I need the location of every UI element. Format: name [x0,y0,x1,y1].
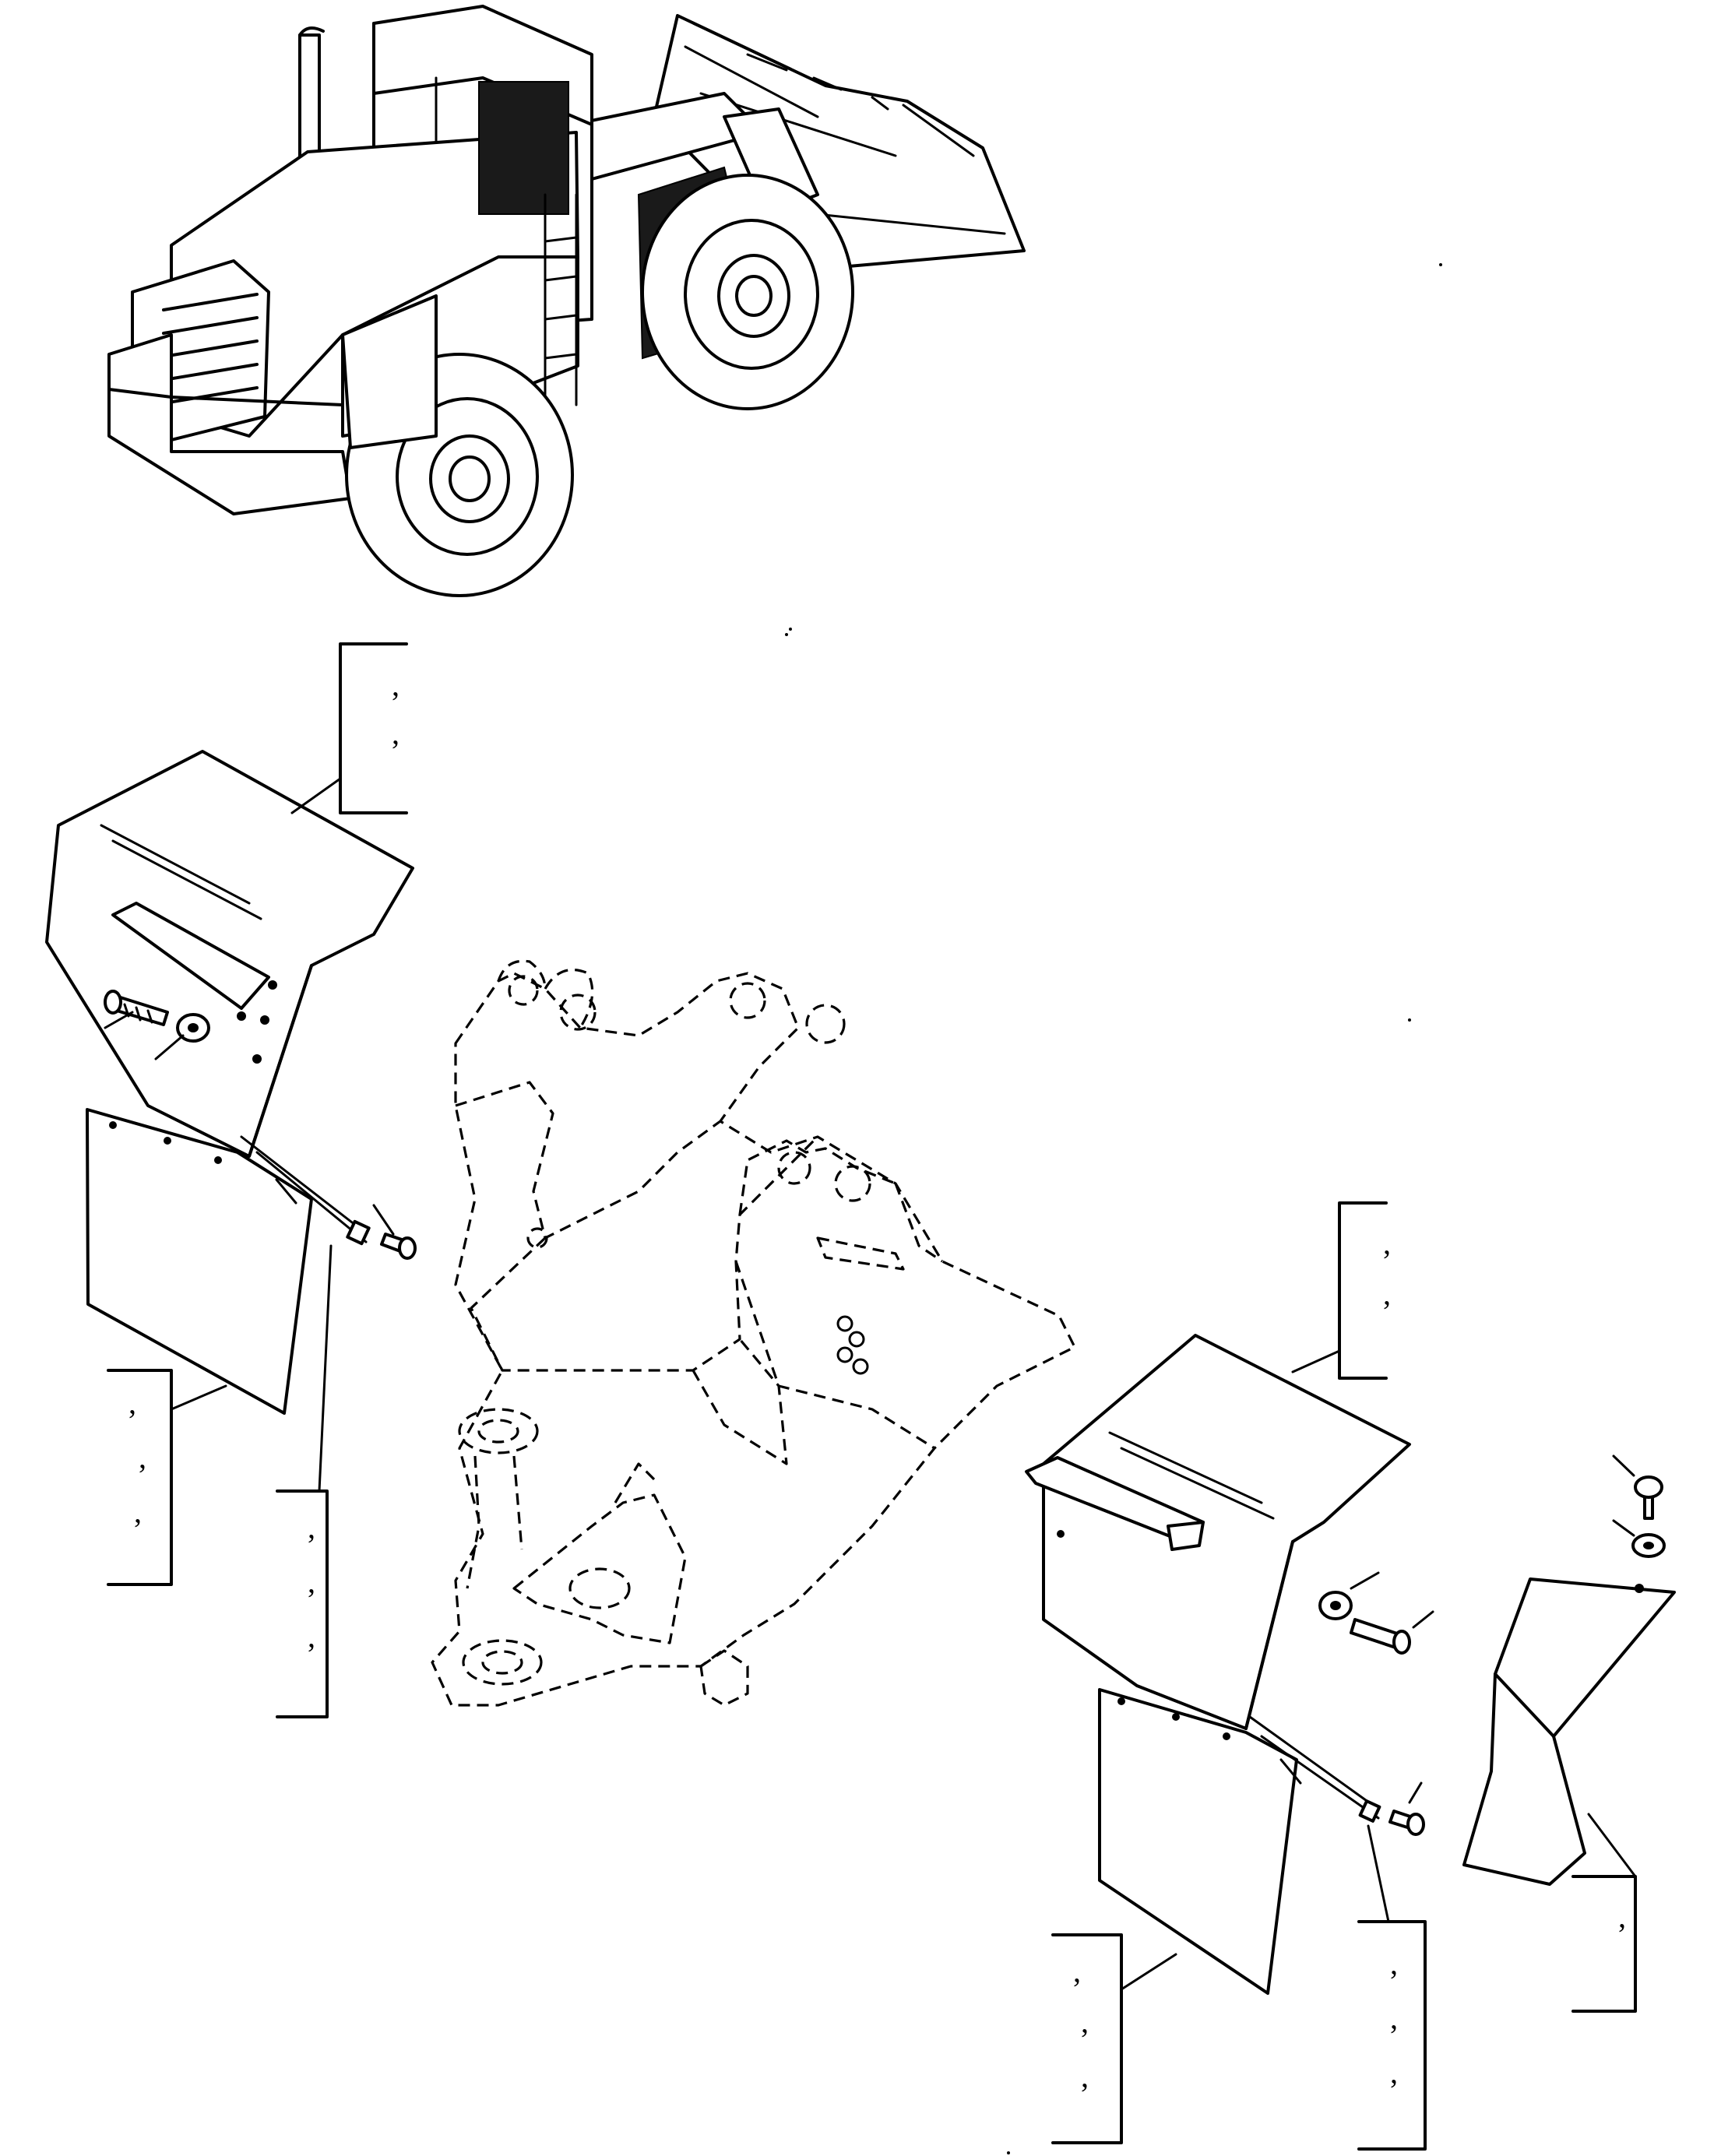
callout-mark: , [1390,2055,1398,2090]
callout-mark: , [1618,1899,1626,1934]
callout-left-mounting-hardware: , , , [276,1244,333,1718]
callout-mark: , [308,1564,315,1599]
right-mudflap [1098,1688,1381,1995]
callout-right-engine-hood: , , [1291,1201,1391,1380]
callout-mark: , [1081,2004,1089,2039]
central-frame-outline [431,959,1076,1707]
rear-wheel [641,174,854,410]
left-engine-hood [45,750,414,1158]
callout-rear-fender: , [1571,1813,1637,2013]
callout-mark: , [1390,2000,1398,2035]
callout-mark: , [1081,2059,1089,2094]
callout-mark: , [308,1510,315,1545]
rear-fender [1462,1577,1676,1886]
left-flap-bolt-icon [372,1204,417,1260]
callout-mark: , [1383,1276,1391,1311]
callout-mark: , [134,1494,142,1529]
callout-right-mounting-hardware: , , , [1357,1824,1427,2151]
grille-slats [162,293,259,405]
callout-mark: , [139,1440,146,1475]
callout-mark: , [308,1619,315,1654]
left-washer-icon [154,1013,210,1060]
fender-bolt-icon [1612,1454,1663,1520]
callout-top-left-engine-hood: , , [290,642,408,814]
callout-mark: , [128,1385,136,1420]
callout-mark: , [1073,1954,1081,1989]
callout-mark: , [392,667,399,702]
callout-right-mudflap: , , , [1051,1933,1177,2144]
left-bolt-icon [104,990,169,1029]
right-engine-hood [1025,1334,1411,1730]
callout-mark: , [1383,1226,1391,1261]
right-washer-icon [1318,1571,1380,1620]
callout-mark: , [392,716,399,751]
fender-washer-icon [1612,1519,1666,1558]
wheel-loader-illustration [107,5,1026,597]
cab-counterweight-block [478,81,569,215]
callout-left-mudflap: , , , [107,1369,227,1586]
right-flap-bolt-icon [1388,1781,1425,1836]
callout-mark: , [1390,1946,1398,1981]
right-bolt-icon [1350,1610,1434,1655]
left-mudflap [86,1108,371,1415]
